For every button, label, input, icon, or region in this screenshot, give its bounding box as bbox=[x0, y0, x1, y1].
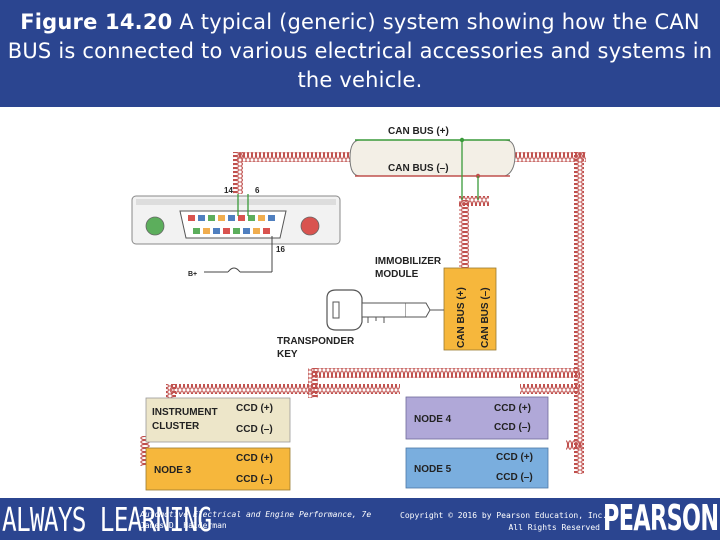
bus-minus-label: CAN BUS (–) bbox=[388, 163, 449, 174]
diagnostic-connector: 14 6 16 B+ bbox=[131, 186, 341, 278]
instrument-cluster: INSTRUMENT CLUSTER CCD (+) CCD (–) bbox=[145, 397, 291, 443]
footer-book: Automotive Electrical and Engine Perform… bbox=[140, 509, 371, 531]
pin-16-label: 16 bbox=[276, 245, 285, 254]
twisted-pair-wires bbox=[140, 152, 586, 474]
wire-left-vertical bbox=[233, 152, 243, 194]
figure-label: Figure 14.20 bbox=[20, 10, 173, 34]
node-4: NODE 4 CCD (+) CCD (–) bbox=[405, 396, 549, 440]
wire-mid-horizontal bbox=[312, 368, 580, 378]
connector-left-indicator bbox=[145, 216, 165, 236]
wire-lower-left-drop bbox=[166, 384, 176, 398]
node-4-box bbox=[405, 396, 549, 440]
wire-node5-link bbox=[566, 440, 582, 450]
node-5-ccd-minus: CCD (–) bbox=[496, 472, 533, 483]
instrument-ccd-plus: CCD (+) bbox=[236, 403, 273, 414]
footer-copyright: Copyright © 2016 by Pearson Education, I… bbox=[400, 510, 607, 534]
figure-caption: Figure 14.20 A typical (generic) system … bbox=[0, 0, 720, 95]
wire-immobilizer-vertical bbox=[459, 200, 469, 270]
pin-6-label: 6 bbox=[255, 186, 260, 195]
immobilizer-minus-label: CAN BUS (–) bbox=[480, 287, 491, 348]
node-4-ccd-minus: CCD (–) bbox=[494, 422, 531, 433]
node-3-label: NODE 3 bbox=[154, 465, 192, 476]
battery-label: B+ bbox=[188, 271, 197, 278]
wire-node3-left bbox=[140, 436, 150, 466]
transponder-key: TRANSPONDER KEY bbox=[277, 289, 444, 360]
node-5-ccd-plus: CCD (+) bbox=[496, 452, 533, 463]
footer-brand: ALWAYS LEARNING bbox=[2, 500, 212, 539]
node-5-label: NODE 5 bbox=[414, 464, 452, 475]
node-3-box bbox=[145, 447, 291, 491]
wire-left-drop bbox=[308, 368, 318, 398]
node-5-box bbox=[405, 447, 549, 489]
node-3-ccd-minus: CCD (–) bbox=[236, 474, 273, 485]
can-bus-diagram: CAN BUS (+) CAN BUS (–) bbox=[131, 126, 586, 491]
bus-plus-label: CAN BUS (+) bbox=[388, 126, 449, 137]
footer-bar: ALWAYS LEARNING Automotive Electrical an… bbox=[0, 498, 720, 540]
footer-copyright-line1: Copyright © 2016 by Pearson Education, I… bbox=[400, 511, 608, 520]
footer-copyright-line2: All Rights Reserved bbox=[508, 523, 600, 532]
node-5: NODE 5 CCD (+) CCD (–) bbox=[405, 447, 549, 489]
pearson-logo: PEARSON bbox=[603, 498, 719, 539]
transponder-label-line2: KEY bbox=[277, 349, 298, 360]
wire-lower-horizontal bbox=[170, 384, 400, 394]
instrument-ccd-minus: CCD (–) bbox=[236, 424, 273, 435]
node-4-ccd-plus: CCD (+) bbox=[494, 403, 531, 414]
wire-top-right-horizontal bbox=[512, 152, 586, 162]
wire-node4-link bbox=[520, 384, 580, 394]
footer-book-title: Automotive Electrical and Engine Perform… bbox=[140, 510, 372, 519]
immobilizer-label-line2: MODULE bbox=[375, 269, 419, 280]
footer-author: James D. Halderman bbox=[140, 521, 227, 530]
immobilizer-box bbox=[443, 267, 497, 351]
wire-top-left-horizontal bbox=[237, 152, 357, 162]
pin-14-label: 14 bbox=[224, 186, 233, 195]
can-bus-backbone: CAN BUS (+) CAN BUS (–) bbox=[349, 126, 516, 200]
wire-right-vertical bbox=[574, 152, 584, 474]
instrument-cluster-box bbox=[145, 397, 291, 443]
caption-header: Figure 14.20 A typical (generic) system … bbox=[0, 0, 720, 107]
instrument-label-line2: CLUSTER bbox=[152, 421, 200, 432]
node-3: NODE 3 CCD (+) CCD (–) bbox=[145, 447, 291, 491]
connector-pins bbox=[188, 215, 275, 234]
immobilizer-label-line1: IMMOBILIZER bbox=[375, 256, 442, 267]
wire-immobilizer-top bbox=[459, 196, 489, 206]
caption-text: A typical (generic) system showing how t… bbox=[7, 10, 713, 92]
immobilizer-plus-label: CAN BUS (+) bbox=[456, 287, 467, 348]
node-4-label: NODE 4 bbox=[414, 414, 452, 425]
instrument-label-line1: INSTRUMENT bbox=[152, 407, 218, 418]
node-3-ccd-plus: CCD (+) bbox=[236, 453, 273, 464]
transponder-label-line1: TRANSPONDER bbox=[277, 336, 355, 347]
connector-right-indicator bbox=[300, 216, 320, 236]
immobilizer-module: IMMOBILIZER MODULE CAN BUS (+) CAN BUS (… bbox=[375, 256, 497, 351]
